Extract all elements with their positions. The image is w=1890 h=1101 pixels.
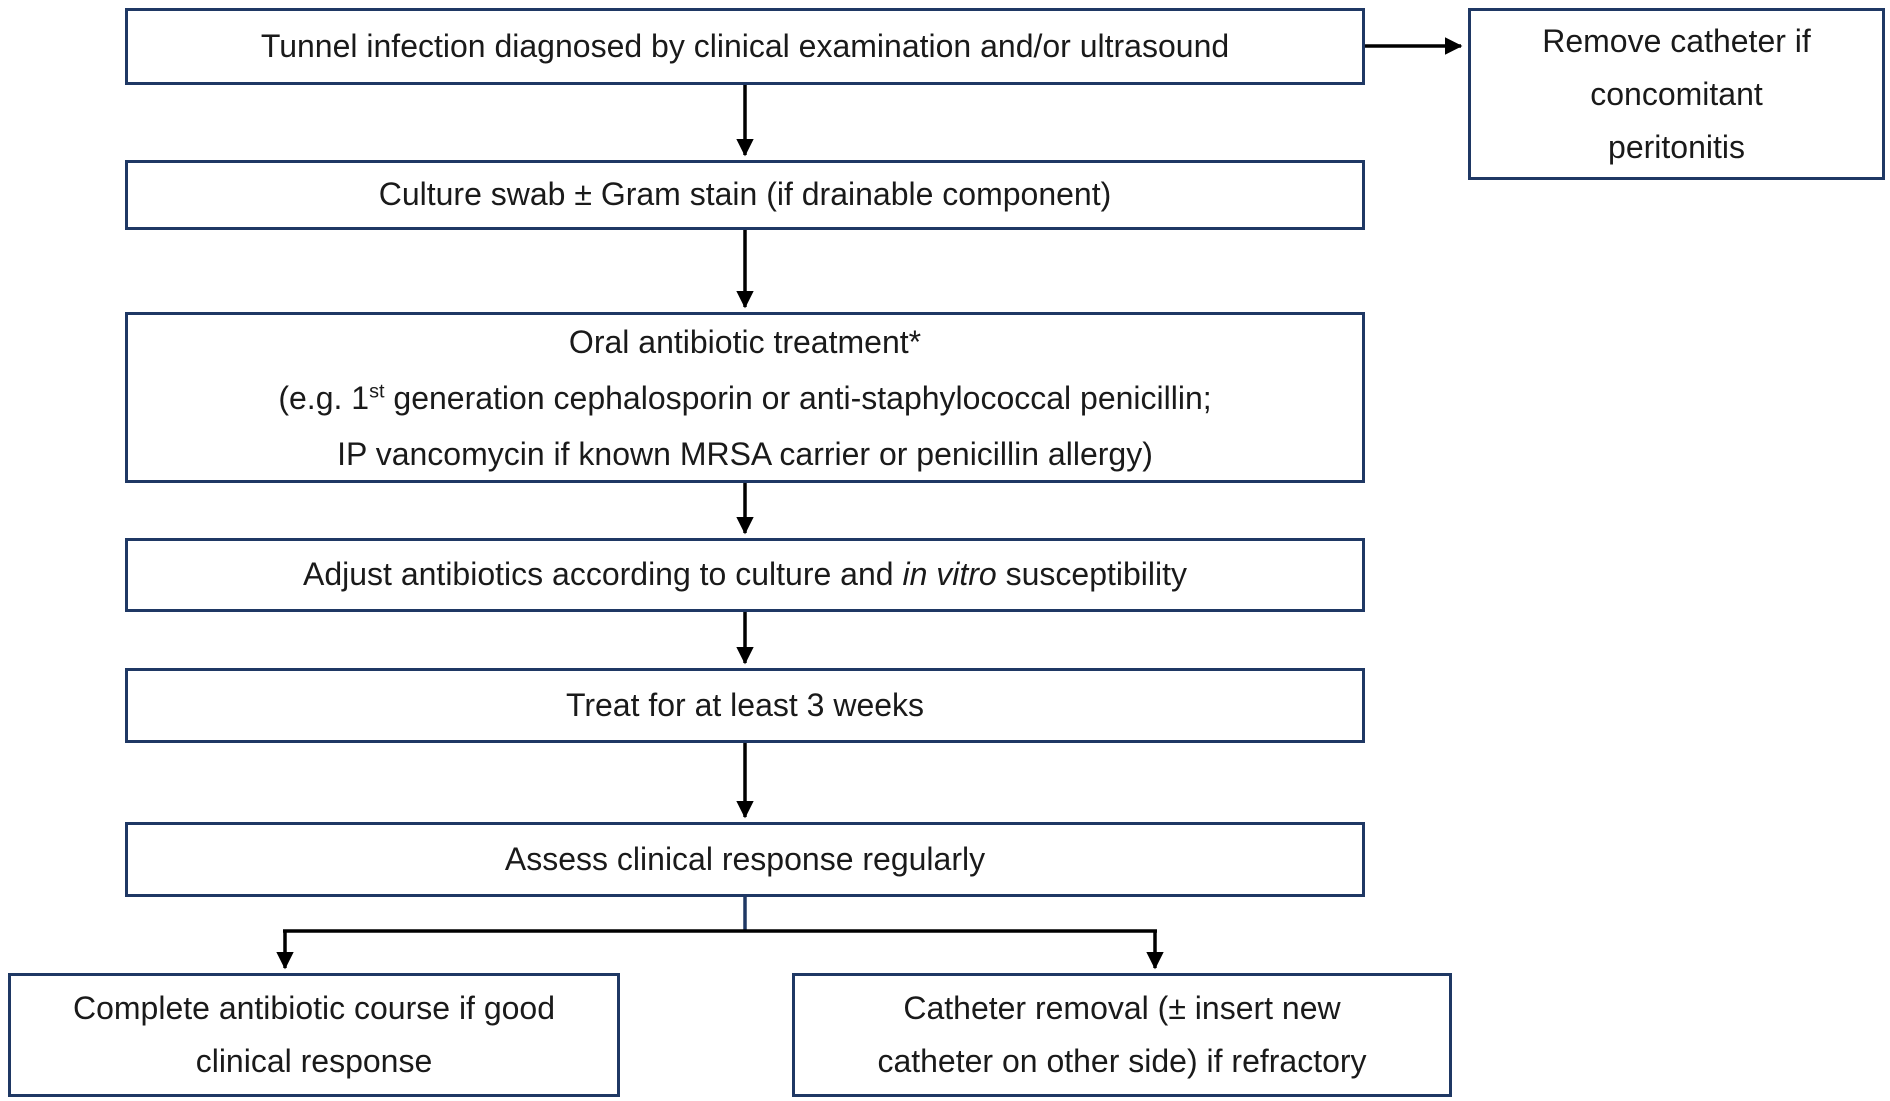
assess-response-label: Assess clinical response regularly <box>504 840 986 877</box>
flow-box-oral-antibiotic: Oral antibiotic treatment* (e.g. 1st gen… <box>125 312 1365 483</box>
flow-box-complete-course: Complete antibiotic course if good clini… <box>8 973 620 1097</box>
remove-catheter-label: Remove catheter if concomitant peritonit… <box>1542 15 1811 174</box>
oral-antibiotic-line-2-pre: (e.g. 1 <box>278 379 370 416</box>
flow-box-tunnel-infection: Tunnel infection diagnosed by clinical e… <box>125 8 1365 85</box>
oral-antibiotic-label: Oral antibiotic treatment* (e.g. 1st gen… <box>278 314 1211 482</box>
remove-catheter-line-2: concomitant <box>1590 75 1763 112</box>
flow-box-culture-swab: Culture swab ± Gram stain (if drainable … <box>125 160 1365 230</box>
adjust-antibiotics-label: Adjust antibiotics according to culture … <box>303 554 1187 596</box>
remove-catheter-line-3: peritonitis <box>1608 128 1745 165</box>
oral-antibiotic-line-3: IP vancomycin if known MRSA carrier or p… <box>337 435 1153 472</box>
adjust-antibiotics-italic-term: in vitro <box>902 556 997 593</box>
oral-antibiotic-line-2-post: generation cephalosporin or anti-staphyl… <box>384 379 1212 416</box>
complete-course-line-1: Complete antibiotic course if good <box>72 990 556 1026</box>
oral-antibiotic-line-1: Oral antibiotic treatment* <box>568 323 922 360</box>
catheter-removal-label: Catheter removal (± insert new catheter … <box>877 982 1366 1088</box>
adjust-antibiotics-post: susceptibility <box>996 556 1187 593</box>
flow-box-catheter-removal: Catheter removal (± insert new catheter … <box>792 973 1452 1097</box>
adjust-antibiotics-pre: Adjust antibiotics according to culture … <box>303 556 903 593</box>
catheter-removal-line-2: catheter on other side) if refractory <box>877 1043 1367 1079</box>
flow-box-treat-duration: Treat for at least 3 weeks <box>125 668 1365 743</box>
flow-box-remove-catheter: Remove catheter if concomitant peritonit… <box>1468 8 1885 180</box>
complete-course-label: Complete antibiotic course if good clini… <box>73 982 555 1088</box>
remove-catheter-line-1: Remove catheter if <box>1542 22 1811 59</box>
complete-course-line-2: clinical response <box>195 1043 433 1079</box>
catheter-removal-line-1: Catheter removal (± insert new <box>903 990 1341 1026</box>
treat-duration-label: Treat for at least 3 weeks <box>565 686 925 723</box>
tunnel-infection-label: Tunnel infection diagnosed by clinical e… <box>260 27 1230 64</box>
flow-box-adjust-antibiotics: Adjust antibiotics according to culture … <box>125 538 1365 612</box>
culture-swab-label: Culture swab ± Gram stain (if drainable … <box>378 176 1112 213</box>
oral-antibiotic-line-2: (e.g. 1st generation cephalosporin or an… <box>278 370 1211 426</box>
flow-box-assess-response: Assess clinical response regularly <box>125 822 1365 897</box>
oral-antibiotic-ordinal-superscript: st <box>369 379 385 402</box>
